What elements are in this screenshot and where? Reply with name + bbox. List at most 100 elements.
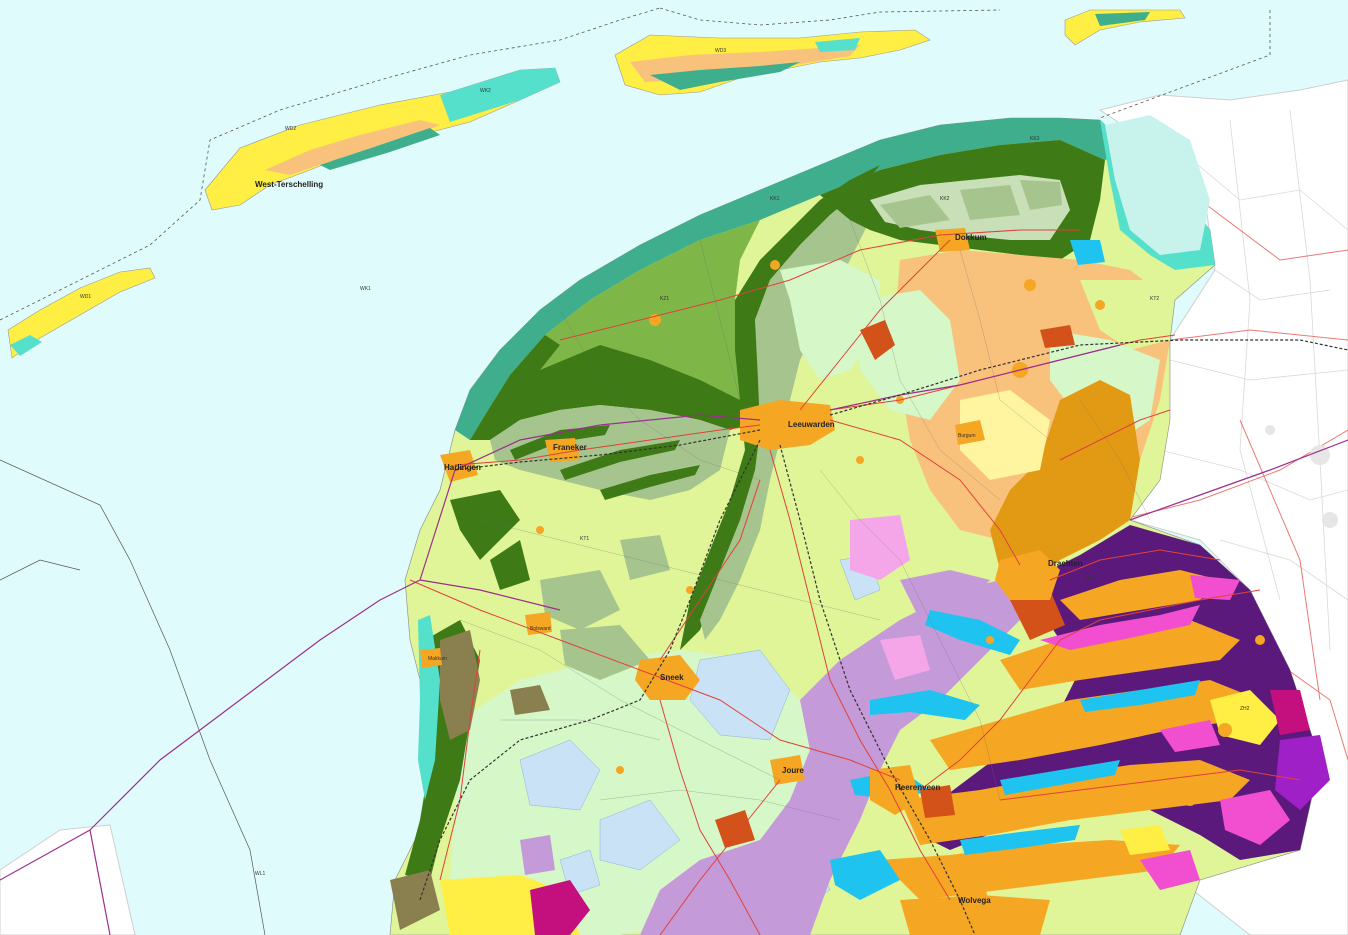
stripes-magenta-southeast — [1040, 575, 1290, 890]
region-red-orange-drachten-south — [1010, 590, 1065, 640]
region-pink-heerenveen-west — [880, 635, 930, 680]
region-sage-middelzee — [700, 190, 880, 640]
region-dark-magenta-east — [1270, 690, 1310, 735]
code-zh1: ZH1 — [1085, 576, 1095, 582]
town-harlingen — [440, 450, 478, 482]
dark-green-stripes-northwest — [450, 425, 700, 590]
label-dokkum: Dokkum — [955, 233, 987, 242]
road-a7-west — [409, 579, 901, 781]
town-drachten — [995, 550, 1060, 600]
road-east-3 — [1059, 409, 1171, 461]
lauwersmeer-pale — [1105, 115, 1210, 255]
label-heerenveen: Heerenveen — [895, 783, 940, 792]
town-red-south — [715, 810, 755, 848]
region-yellow-burgum — [960, 390, 1050, 480]
railway-leeuwarden-harlingen — [454, 429, 761, 471]
town-leeuwarden — [740, 400, 835, 450]
region-pink-south — [850, 515, 910, 580]
highway-purple — [0, 344, 1348, 935]
region-magenta-southwest — [530, 880, 590, 935]
label-bolsward: Bolsward — [530, 626, 551, 632]
code-kt1: KT1 — [580, 536, 589, 542]
stripes-orange-southeast — [880, 570, 1260, 935]
land-southwest — [0, 824, 136, 935]
saltmarsh-north — [455, 118, 1130, 440]
label-sneek: Sneek — [660, 673, 684, 682]
road-drachten-leeuwarden — [829, 419, 1021, 566]
road-east-2 — [999, 769, 1301, 801]
road-east-1 — [1049, 549, 1221, 581]
railways — [419, 339, 1348, 935]
label-wolvega: Wolvega — [958, 896, 991, 905]
code-wk2: WK2 — [480, 88, 491, 94]
region-lavender-southwest — [520, 835, 555, 875]
road-north-coast — [559, 229, 1080, 341]
code-zh2: ZH2 — [1240, 706, 1250, 712]
district-boundaries — [459, 219, 1151, 821]
town-makkum — [420, 648, 442, 668]
road-a32 — [769, 449, 951, 901]
region-red-orange-dokkum-east — [1040, 325, 1075, 348]
code-kk1: KK1 — [770, 196, 780, 202]
ridge-dark-green-middelzee — [680, 165, 880, 650]
region-brown-olive-southwest — [390, 870, 440, 930]
lake-dokkum-blue — [1070, 240, 1105, 265]
town-franeker — [545, 438, 580, 462]
road-network — [409, 229, 1301, 935]
road-joure-lemmer — [659, 779, 781, 935]
region-pale-green-north-lowland — [780, 260, 880, 380]
region-yellow-southeast-2 — [1120, 825, 1170, 855]
label-joure: Joure — [782, 766, 804, 775]
code-wd3: WD3 — [715, 48, 726, 54]
road-sneek-north — [659, 479, 761, 661]
region-violet-far-east — [1275, 735, 1330, 810]
region-brown-olive-mid — [510, 685, 550, 715]
label-harlingen: Harlingen — [444, 463, 481, 472]
road-a7-east — [919, 589, 1261, 791]
island-schiermonnikoog — [1064, 9, 1186, 46]
road-sw — [439, 649, 481, 881]
railway-leeuwarden-stavoren — [419, 439, 761, 901]
code-kt2: KT2 — [1150, 296, 1159, 302]
road-dokkum — [799, 239, 951, 411]
island-schiermonnikoog-marsh — [1095, 12, 1150, 26]
road-south — [659, 699, 761, 935]
island-vlieland-dune — [10, 335, 42, 356]
code-wk1: WK1 — [360, 286, 371, 292]
region-red-orange-north — [860, 320, 895, 360]
island-terschelling-marsh — [320, 128, 440, 170]
code-wd2: WD2 — [285, 126, 296, 132]
code-wd1: WD1 — [80, 294, 91, 300]
sage-fields-northeast — [880, 180, 1062, 228]
region-lavender-southeast — [900, 570, 990, 620]
town-blobs-east — [1265, 425, 1338, 528]
code-kk2: KK2 — [940, 196, 950, 202]
road-a31 — [454, 424, 761, 466]
label-west-terschelling: West-Terschelling — [255, 180, 323, 189]
region-lavender-south — [640, 570, 1040, 935]
region-yellow-green-east — [1080, 280, 1170, 350]
island-ameland-dune — [815, 38, 860, 52]
sea-boundary-dashed — [0, 7, 1271, 321]
town-joure — [770, 755, 805, 785]
east-road-network — [1159, 109, 1348, 651]
town-burgum — [955, 420, 985, 445]
code-kk3: KK3 — [1030, 136, 1040, 142]
town-sneek — [635, 655, 700, 700]
code-wl1: WL1 — [255, 871, 266, 877]
label-burgum: Burgum — [958, 433, 976, 439]
region-dark-green-northwest — [470, 335, 760, 440]
label-makkum: Makkum — [428, 656, 447, 662]
sage-patches-central — [540, 535, 670, 680]
label-leeuwarden: Leeuwarden — [788, 420, 835, 429]
sea-boundary-west — [0, 459, 266, 935]
region-dark-orange-drachten — [990, 380, 1140, 580]
label-drachten: Drachten — [1048, 559, 1083, 568]
region-brown-olive-gaasterland — [440, 630, 480, 740]
railway-leeuwarden-groningen — [829, 339, 1348, 416]
island-ameland-marsh — [650, 62, 800, 90]
code-kz1: KZ1 — [660, 296, 669, 302]
sea-boundary-southwest — [0, 559, 81, 581]
island-terschelling-dune — [440, 68, 560, 122]
